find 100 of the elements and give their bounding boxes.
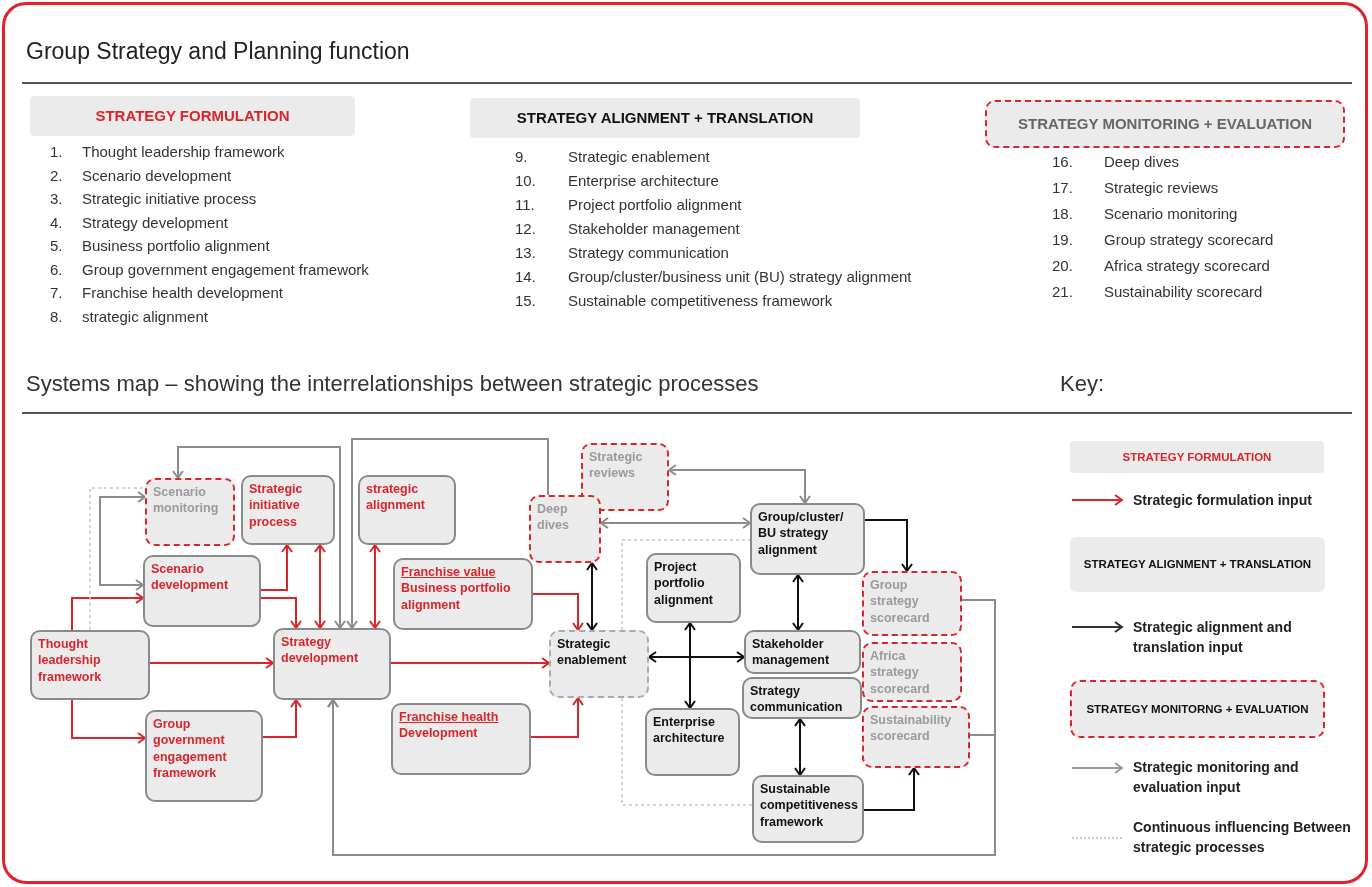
node-text: Strategic reviews (589, 449, 644, 482)
arrow (863, 767, 920, 811)
arrow (532, 593, 584, 631)
list-number: 18. (1052, 205, 1073, 222)
list-item: Enterprise architecture (568, 172, 719, 189)
list-number: 19. (1052, 231, 1073, 248)
node-text: STRATEGY ALIGNMENT + TRANSLATION (1083, 557, 1312, 572)
list-item: Sustainable competitiveness framework (568, 292, 833, 309)
list-item: Scenario monitoring (1104, 205, 1238, 222)
node-text: STRATEGY MONITORING + EVALUATION (1017, 114, 1312, 134)
arrow (314, 544, 326, 629)
node-text: STRATEGY FORMULATION (95, 106, 290, 126)
node-text: Scenario monitoring (153, 484, 220, 517)
node-text: Strategic enablement (557, 636, 628, 669)
list-number: 6. (50, 260, 63, 278)
list-number: 15. (515, 292, 536, 309)
list-number: 7. (50, 284, 63, 301)
process-box (529, 495, 601, 563)
list-item: Project portfolio alignment (568, 196, 742, 213)
list-number: 11. (515, 196, 535, 213)
title: Group Strategy and Planning function (26, 38, 410, 65)
section-header-box (985, 100, 1345, 148)
key-heading: Key: (1060, 371, 1105, 397)
node-text: Business portfolio alignment (401, 580, 512, 613)
list-number: 4. (50, 213, 63, 231)
list-number: 13. (515, 244, 536, 261)
arrow (648, 651, 745, 663)
list-item: Strategy communication (568, 244, 729, 261)
process-box (742, 677, 862, 719)
node-text: Group strategy scorecard (870, 577, 931, 626)
arrow (149, 657, 274, 669)
process-box (145, 478, 235, 546)
node-text: Project portfolio alignment (654, 559, 715, 608)
list-item: Stakeholder management (568, 220, 740, 237)
list-item: Thought leadership framework (82, 143, 285, 160)
process-box (744, 630, 861, 674)
process-box (358, 475, 456, 545)
legend-text: Strategic monitoring and evaluation input (1133, 758, 1300, 798)
process-box (862, 571, 962, 636)
list-number: 17. (1052, 179, 1073, 196)
process-box (391, 703, 531, 775)
list-number: 14. (515, 268, 536, 285)
arrow (99, 491, 146, 591)
arrow (262, 699, 302, 738)
node-text: Group/cluster/ BU strategy alignment (758, 509, 845, 558)
connector-line (89, 487, 146, 631)
arrow (530, 697, 584, 738)
process-box (30, 630, 150, 700)
list-number: 1. (50, 143, 63, 160)
list-item: Deep dives (1104, 153, 1180, 170)
legend-text: Strategic alignment and translation input (1133, 618, 1293, 658)
list-item: Scenario development (82, 166, 232, 184)
arrow (792, 574, 804, 631)
node-text: STRATEGY MONITORNG + EVALUATION (1086, 701, 1309, 717)
list-number: 8. (50, 307, 63, 325)
node-text: STRATEGY FORMULATION (1122, 449, 1272, 465)
process-box (273, 628, 391, 700)
arrow (260, 597, 302, 629)
list-number: 12. (515, 220, 536, 237)
list-item: Sustainability scorecard (1104, 283, 1263, 300)
process-box (393, 558, 533, 630)
list-number: 16. (1052, 153, 1073, 170)
list-item: Business portfolio alignment (82, 237, 270, 254)
node-text: Group government engagement framework (153, 716, 228, 781)
process-box (145, 710, 263, 802)
node-text: Strategy communication (750, 683, 844, 716)
connector-line (621, 697, 753, 806)
node-text: Stakeholder management (752, 636, 831, 669)
node-text: Strategy development (281, 634, 360, 667)
node-text: Enterprise architecture (653, 714, 726, 747)
list-item: Strategic initiative process (82, 190, 257, 207)
list-number: 5. (50, 237, 63, 254)
process-box (549, 630, 649, 698)
process-box (646, 553, 741, 623)
node-text: Scenario development (151, 561, 230, 594)
list-item: Group/cluster/business unit (BU) strategy alignment (568, 268, 912, 285)
process-box (862, 642, 962, 702)
arrow (71, 699, 146, 744)
node-text: Sustainability scorecard (870, 712, 953, 745)
arrow (260, 544, 293, 591)
process-box (241, 475, 335, 545)
legend-text: Continuous influencing Between strategic processes (1133, 818, 1352, 858)
list-item: strategic alignment (82, 307, 208, 325)
arrow (390, 657, 550, 669)
node-text: Franchise value (401, 564, 497, 581)
node-text: Development (399, 725, 479, 742)
arrow (586, 562, 598, 631)
list-item: Strategic reviews (1104, 179, 1219, 196)
list-item: Franchise health development (82, 284, 283, 301)
node-text: Sustainable competitiveness framework (760, 781, 856, 830)
list-item: Strategy development (82, 213, 228, 231)
list-number: 20. (1052, 257, 1073, 274)
process-box (752, 775, 864, 843)
legend-text: Strategic formulation input (1133, 491, 1313, 510)
arrow (864, 519, 913, 572)
arrow (346, 438, 549, 629)
arrow (600, 517, 751, 529)
process-box (645, 708, 740, 776)
section-heading: Systems map – showing the interrelationships between strategic processes (26, 371, 759, 397)
arrow (71, 592, 144, 631)
